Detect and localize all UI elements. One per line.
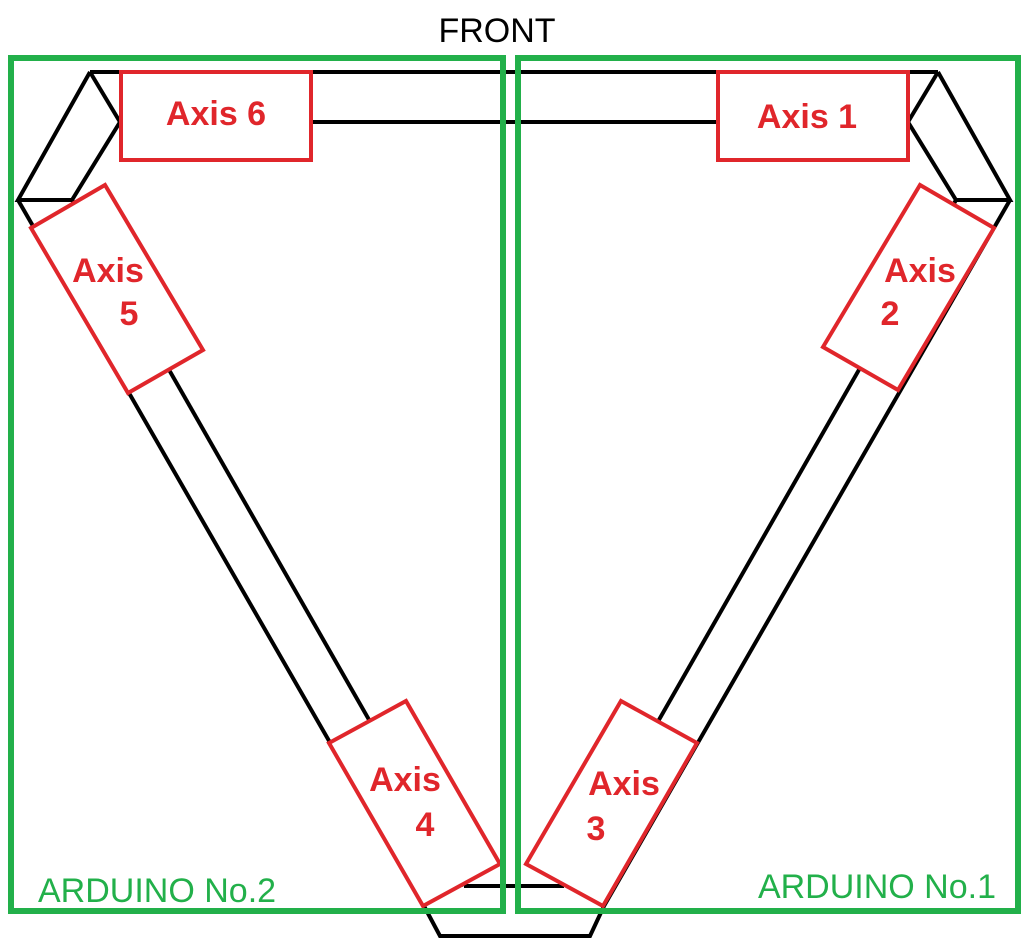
axis-2-label-line2: 2	[881, 295, 900, 333]
frame-corner-top-left	[14, 71, 122, 202]
frame-corner-top-left-joint	[88, 70, 122, 124]
axis-2-label-line1: Axis	[884, 252, 956, 290]
frame-corner-top-right-joint	[906, 70, 940, 124]
axis-3-label-line1: Axis	[588, 765, 660, 803]
frame-corner-bottom	[422, 905, 606, 938]
axis-6-label: Axis 6	[166, 95, 266, 133]
axis-4-label-line2: 4	[416, 806, 435, 844]
axis-5-box: Axis 5	[28, 182, 206, 396]
front-label: FRONT	[438, 12, 555, 50]
axis-2-box: Axis 2	[820, 182, 997, 393]
axis-1-label: Axis 1	[757, 98, 857, 136]
axis-5-label-line2: 5	[120, 295, 139, 333]
arduino-2-zone	[8, 55, 506, 914]
axis-3-label-line2: 3	[587, 810, 606, 848]
axis-3-box: Axis 3	[523, 698, 700, 909]
arduino-1-label: ARDUINO No.1	[758, 868, 996, 906]
arduino-1-zone	[515, 55, 1021, 914]
axis-5-label-line1: Axis	[72, 252, 144, 290]
axis-4-box: Axis 4	[326, 698, 503, 909]
axis-4-label-line1: Axis	[369, 761, 441, 799]
axis-6-box: Axis 6	[119, 70, 313, 162]
frame-structure	[14, 70, 1014, 938]
frame-corner-top-right	[906, 71, 1014, 202]
axis-1-box: Axis 1	[716, 70, 910, 162]
arduino-2-label: ARDUINO No.2	[38, 872, 276, 910]
